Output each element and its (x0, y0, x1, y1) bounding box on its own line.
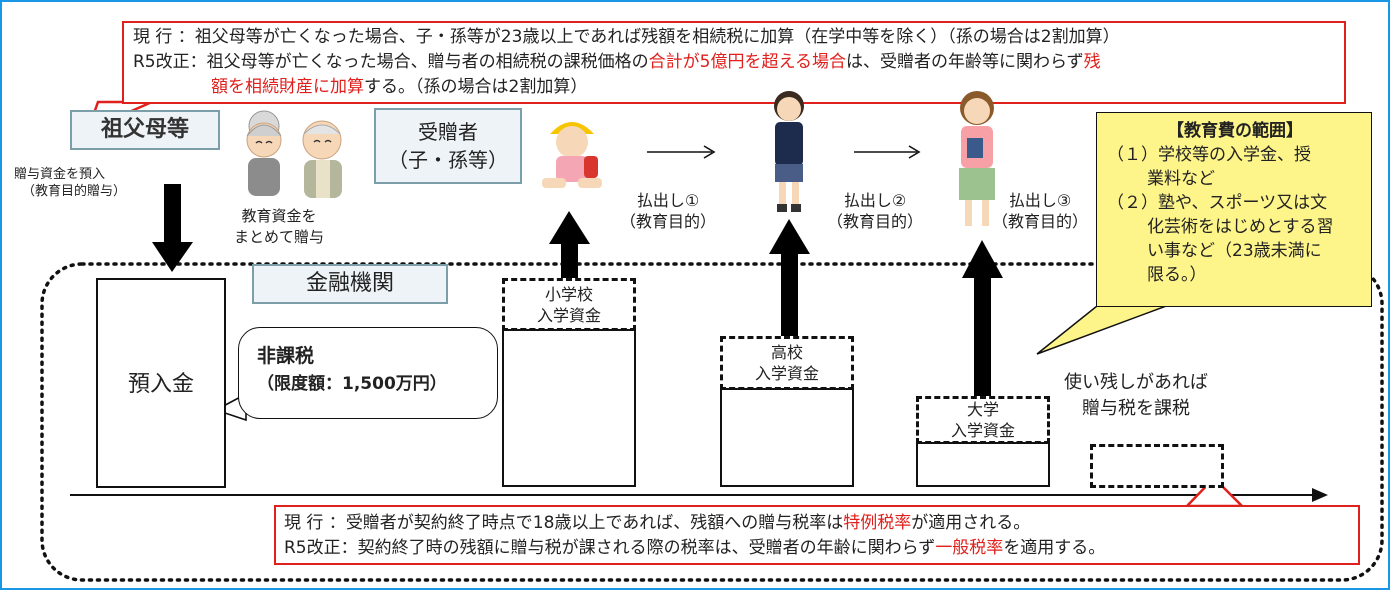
education-scope-title: 【教育費の範囲】 (1167, 121, 1303, 141)
deposit-arrow-head (152, 242, 193, 272)
deposit-arrow-label: 贈与資金を預入 （教育目的贈与） (14, 167, 127, 199)
top-revision-note: 現 行 ：祖父母等が亡くなった場合、子・孫等が23歳以上であれば残額を相続税に加… (122, 21, 1346, 104)
scope-item-1-line-1: （１）学校等の入学金、授 (1107, 145, 1311, 165)
bottom-revision-note: 現 行 ：受贈者が契約終了時点で18歳以上であれば、残額への贈与税率は特例税率が… (274, 505, 1360, 565)
tax-exempt-limit: （限度額：1,500万円） (257, 374, 447, 394)
grandparents-illustration (246, 110, 342, 198)
scope-item-2-line-2: 化芸術をはじめとする習 (1147, 217, 1334, 237)
deposit-arrow-shaft (164, 184, 181, 244)
payout-2-arrow-head (769, 219, 810, 254)
timeline-arrowhead (1312, 488, 1328, 502)
elementary-fund-bar (502, 329, 636, 487)
high-school-fund-bar (720, 388, 854, 487)
elementary-child-illustration (542, 122, 602, 188)
scope-item-1-line-2: 業料など (1147, 169, 1215, 189)
deposit-box: 預入金 (96, 278, 226, 488)
lump-gift-label: 教育資金を まとめて贈与 (234, 207, 325, 246)
education-scope-callout: 【教育費の範囲】 （１）学校等の入学金、授 業料など （２）塾や、スポーツ又は文… (1096, 112, 1372, 307)
recipient-label: 受贈者 （子・孫等） (374, 108, 522, 184)
leftover-fund-box (1090, 444, 1224, 488)
institution-frame (40, 262, 1384, 582)
payout-2-arrow-shaft (781, 252, 798, 336)
tax-exempt-bubble: 非課税 （限度額：1,500万円） (238, 327, 498, 419)
scope-callout-tail (1036, 301, 1178, 355)
grandparents-label: 祖父母等 (70, 110, 220, 150)
payout-3-label: 払出し③ （教育目的） (992, 191, 1089, 231)
tax-exempt-title: 非課税 (257, 345, 315, 367)
university-student-illustration (959, 91, 995, 226)
bottom-note-r5-line: R5改正：契約終了時の残額に贈与税が課される際の税率は、受贈者の年齢に関わらず一… (284, 538, 1106, 558)
payout-2-label: 払出し② （教育目的） (827, 191, 924, 231)
scope-item-2-line-1: （２）塾や、スポーツ又は文 (1107, 193, 1328, 213)
scope-item-2-line-3: い事など（23歳未満に (1147, 241, 1322, 261)
payout-3-arrow-shaft (974, 276, 991, 396)
high-school-student-illustration (774, 91, 804, 212)
top-note-r5-line-1: R5改正：祖父母等が亡くなった場合、贈与者の相続税の課税価格の合計が5億円を超え… (133, 52, 1101, 72)
leftover-note: 使い残しがあれば 贈与税を課税 (1064, 372, 1208, 419)
payout-1-arrow-head (549, 211, 590, 244)
bottom-note-current-line: 現 行 ：受贈者が契約終了時点で18歳以上であれば、残額への贈与税率は特例税率が… (284, 513, 1031, 533)
high-school-fund-label-box: 高校 入学資金 (720, 336, 854, 390)
top-note-current-line: 現 行 ：祖父母等が亡くなった場合、子・孫等が23歳以上であれば残額を相続税に加… (133, 27, 1120, 47)
payout-1-label: 払出し① （教育目的） (620, 191, 717, 231)
financial-institution-label: 金融機関 (252, 264, 448, 304)
scope-item-2-line-4: 限る。） (1147, 265, 1207, 285)
elementary-fund-label-box: 小学校 入学資金 (502, 278, 636, 331)
top-note-r5-line-2: 額を相続財産に加算する。（孫の場合は2割加算） (211, 77, 588, 97)
university-fund-label-box: 大学 入学資金 (916, 396, 1050, 444)
university-fund-bar (916, 442, 1050, 487)
payout-3-arrow-head (962, 240, 1003, 278)
